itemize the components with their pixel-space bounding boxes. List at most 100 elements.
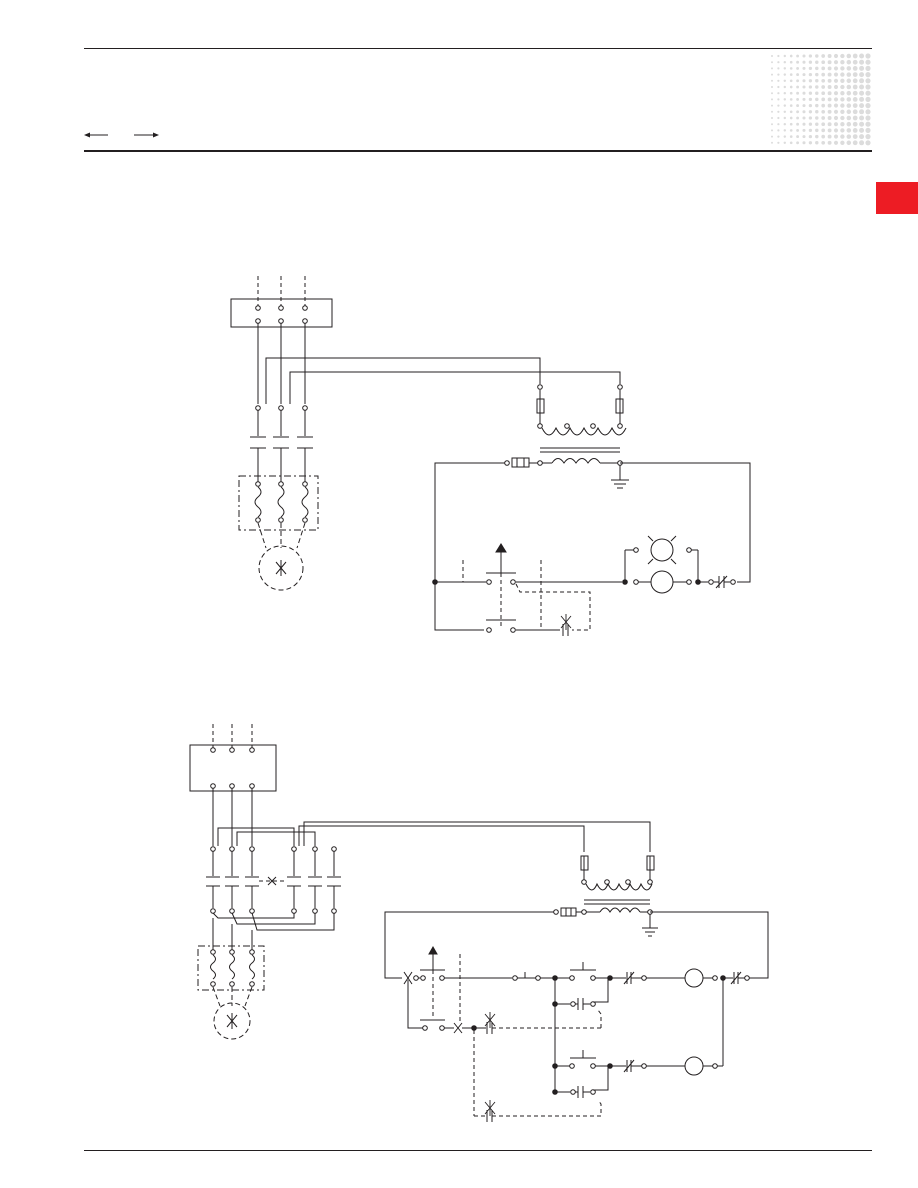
pattern-dot	[827, 85, 832, 89]
pattern-dot	[840, 109, 845, 114]
pattern-dot	[827, 109, 832, 114]
pattern-dot	[777, 135, 780, 138]
pattern-dot	[840, 72, 845, 77]
pattern-dot	[815, 128, 819, 133]
pattern-dot	[789, 85, 793, 89]
pattern-dot	[833, 103, 839, 108]
pattern-dot	[865, 121, 871, 127]
pattern-dot	[815, 72, 819, 77]
pattern-dot	[808, 122, 813, 126]
pattern-dot	[783, 129, 787, 132]
pattern-dot	[815, 66, 819, 71]
pattern-dot	[852, 109, 858, 115]
pattern-dot	[833, 53, 839, 59]
pattern-dot	[789, 104, 793, 107]
pattern-dot	[771, 123, 773, 126]
header-rule	[84, 150, 872, 152]
pattern-dot	[815, 91, 819, 95]
pattern-dot	[852, 121, 858, 127]
pattern-dot	[846, 90, 852, 96]
pattern-dot	[821, 128, 826, 133]
pattern-dot	[771, 129, 773, 132]
pattern-dot	[865, 90, 871, 96]
motor-star-icon	[275, 560, 287, 576]
arrow-right-icon[interactable]	[134, 132, 159, 138]
pattern-dot	[777, 92, 780, 95]
pattern-dot	[821, 97, 826, 102]
pattern-dot	[789, 129, 793, 132]
pattern-dot	[802, 110, 806, 114]
pattern-dot	[846, 97, 852, 102]
incoming-lines	[257, 276, 306, 306]
pattern-dot	[802, 141, 806, 145]
section-tab-icon[interactable]	[876, 182, 918, 214]
pattern-dot	[827, 134, 832, 139]
pattern-dot	[865, 134, 871, 140]
pattern-dot	[783, 67, 787, 70]
pattern-dot	[796, 141, 800, 145]
main-wiring	[206, 788, 651, 952]
pattern-dot	[783, 110, 787, 114]
pattern-dot	[840, 91, 845, 96]
nav-arrows	[84, 132, 159, 138]
pattern-dot	[815, 110, 819, 114]
pattern-dot	[808, 134, 813, 139]
pattern-dot	[783, 141, 787, 145]
control-circuit	[384, 911, 769, 1122]
pattern-dot	[777, 85, 780, 89]
pattern-dot	[865, 53, 871, 59]
pattern-dot	[840, 97, 845, 102]
pattern-dot	[846, 115, 852, 121]
control-transformer	[581, 879, 653, 915]
pattern-dot	[771, 55, 773, 57]
pattern-dot	[796, 116, 800, 120]
arrow-left-icon[interactable]	[84, 132, 108, 138]
pattern-dot	[808, 97, 813, 102]
pattern-dot	[846, 53, 852, 59]
pattern-dot	[827, 122, 832, 127]
main-contacts	[250, 405, 313, 482]
bottom-rule	[84, 1150, 872, 1151]
pattern-dot	[827, 116, 832, 120]
pattern-dot	[840, 66, 845, 71]
pattern-dot	[840, 53, 845, 59]
pattern-dot	[865, 65, 871, 71]
pattern-dot	[859, 115, 865, 121]
pattern-dot	[783, 116, 787, 120]
pattern-dot	[865, 78, 871, 84]
pattern-dot	[777, 129, 780, 132]
pattern-dot	[865, 103, 871, 109]
pattern-dot	[865, 59, 871, 65]
pattern-dot	[846, 140, 852, 146]
pattern-dot	[789, 110, 793, 114]
pattern-dot	[852, 97, 858, 102]
pattern-dot	[796, 79, 800, 83]
pattern-dot	[771, 98, 773, 101]
pattern-dot	[783, 98, 787, 101]
pattern-dot	[846, 78, 852, 84]
pattern-dot	[865, 115, 871, 121]
pattern-dot	[846, 59, 852, 65]
pattern-dot	[840, 78, 845, 83]
pattern-dot	[833, 122, 839, 127]
pattern-dot	[833, 60, 839, 65]
dot-pattern-icon	[771, 53, 871, 146]
pattern-dot	[777, 141, 780, 144]
pattern-dot	[833, 84, 839, 90]
pattern-dot	[815, 122, 819, 126]
pattern-dot	[789, 60, 793, 64]
pattern-dot	[789, 91, 793, 95]
pattern-dot	[852, 128, 858, 133]
overload-heaters	[254, 481, 309, 523]
pattern-dot	[777, 67, 780, 70]
pattern-dot	[771, 104, 773, 107]
pattern-dot	[865, 72, 871, 78]
pattern-dot	[821, 116, 826, 120]
pattern-dot	[859, 96, 865, 102]
overload-relay-box	[197, 945, 265, 991]
pattern-dot	[796, 60, 800, 64]
pattern-dot	[821, 103, 826, 108]
pattern-dot	[796, 104, 800, 108]
pattern-dot	[789, 54, 793, 58]
pattern-dot	[859, 59, 865, 65]
